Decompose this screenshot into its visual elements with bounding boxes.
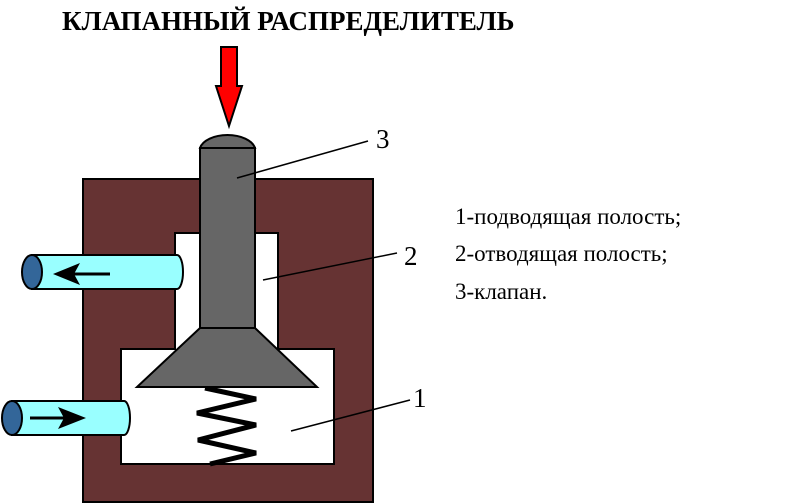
force-arrow-icon [214,46,244,130]
valve [134,134,320,388]
legend-item-2: 2-отводящая полость; [455,241,668,266]
leader-line-2 [262,252,398,281]
callout-3: 3 [376,124,390,154]
inflow-arrow-icon [58,407,86,429]
leader-line-3 [236,140,369,179]
outlet-pipe [21,254,184,290]
legend-item-3: 3-клапан. [455,279,547,304]
legend-item-1: 1-подводящая полость; [455,204,681,229]
callout-1: 1 [413,383,427,413]
leader-line-1 [290,399,411,432]
outflow-arrow-icon [53,263,80,285]
spring [196,385,257,467]
diagram-title: КЛАПАННЫЙ РАСПРЕДЕЛИТЕЛЬ [62,6,514,36]
callout-2: 2 [404,241,418,271]
inlet-pipe [1,400,131,436]
